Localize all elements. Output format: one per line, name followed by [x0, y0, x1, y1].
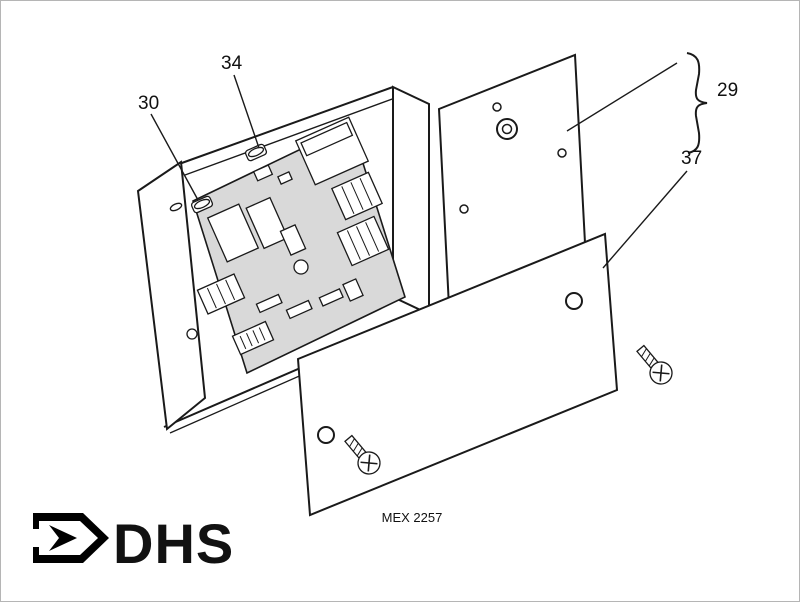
rear-panel-hole: [459, 204, 469, 214]
dhs-logo-text: DHS: [113, 512, 234, 575]
pcb-component-capacitor: [293, 259, 309, 275]
chassis-left-flange: [136, 160, 207, 431]
dhs-logo-mark: [33, 513, 109, 563]
pcb-component-relay: [206, 203, 260, 263]
pcb-component-small: [277, 171, 293, 185]
logo-tail-notch: [33, 529, 43, 547]
pcb-component-small: [252, 164, 274, 182]
pcb-component-dip-switch: [231, 320, 275, 356]
callouts: 30 34 29 37: [138, 52, 738, 269]
screw-left: [344, 434, 381, 475]
cover-plate-hole: [317, 426, 335, 444]
part-label-34: 34: [221, 53, 243, 74]
standoff-34: [244, 143, 268, 162]
rear-panel-hole-inner: [501, 123, 513, 135]
rear-panel-hole: [492, 102, 502, 112]
flange-hole: [186, 328, 198, 340]
cover-plate: [296, 232, 619, 517]
logo-chevron-icon: [49, 525, 77, 551]
part-label-29: 29: [717, 80, 738, 101]
pcb-component-resistor: [255, 293, 283, 314]
chassis-top-inner-edge: [184, 97, 396, 176]
pcb-component-resistor: [318, 288, 344, 307]
screw-threads: [641, 348, 655, 367]
leader-line-34: [233, 74, 260, 149]
brace-29: [686, 52, 708, 154]
chassis-top-edge: [178, 86, 394, 165]
leader-line-29: [566, 62, 678, 132]
standoff-slot: [247, 146, 265, 158]
pcb-component-capacitor: [279, 224, 307, 256]
leader-line-30: [150, 113, 199, 201]
phillips-cross-icon: [360, 454, 378, 472]
phillips-cross-icon: [652, 364, 670, 382]
rear-panel-hole-large: [496, 118, 518, 140]
screw-right: [636, 344, 673, 385]
cover-plate-panel: [296, 232, 619, 517]
pcb-component-connector: [196, 273, 246, 315]
cover-plate-hole: [565, 292, 583, 310]
part-label-37: 37: [681, 148, 702, 169]
pcb-component-relay: [245, 196, 289, 250]
figure-caption: MEX 2257: [382, 510, 443, 525]
pcb-component-capacitor: [342, 278, 364, 302]
standoff-30: [190, 195, 214, 214]
screw-threads: [349, 438, 363, 457]
leader-line-37: [602, 170, 688, 269]
dhs-logo: DHS: [33, 512, 234, 575]
flange-slot: [169, 202, 183, 212]
pcb-component-connector: [330, 171, 384, 221]
rear-panel-hole: [557, 148, 567, 158]
pcb-component-resistor: [285, 299, 313, 320]
pcb-assembly: [190, 116, 406, 375]
pcb-component-connector: [336, 215, 390, 267]
pcb-component-relay: [294, 116, 370, 186]
standoff-slot: [193, 198, 211, 210]
part-label-30: 30: [138, 93, 159, 114]
